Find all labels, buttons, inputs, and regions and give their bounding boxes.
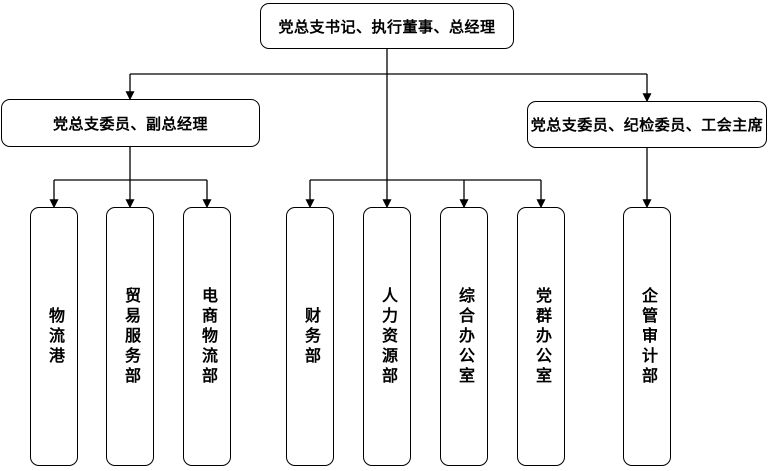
node-deputy-general-manager: 党总支委员、副总经理: [1, 99, 260, 147]
node-dept-human-resources: 人力资源部: [363, 207, 411, 466]
node-dept-party-mass-office: 党群办公室: [517, 207, 565, 466]
node-root: 党总支书记、执行董事、总经理: [260, 3, 514, 49]
node-dept-enterprise-audit-label: 企管审计部: [639, 286, 656, 387]
node-root-label: 党总支书记、执行董事、总经理: [278, 18, 496, 36]
node-dept-general-office-label: 综合办公室: [456, 286, 473, 387]
node-dept-logistics-port: 物流港: [30, 207, 78, 466]
node-dept-enterprise-audit: 企管审计部: [623, 207, 671, 466]
node-dept-finance: 财务部: [286, 207, 334, 466]
node-dept-ecommerce-logistics: 电商物流部: [183, 207, 231, 466]
node-dept-finance-label: 财务部: [302, 306, 319, 367]
node-discipline-union-chair-label: 党总支委员、纪检委员、工会主席: [530, 117, 764, 134]
node-deputy-general-manager-label: 党总支委员、副总经理: [52, 115, 208, 133]
node-dept-trade-service-label: 贸易服务部: [122, 286, 139, 387]
node-dept-party-mass-office-label: 党群办公室: [533, 286, 550, 387]
node-dept-logistics-port-label: 物流港: [46, 306, 63, 367]
node-dept-trade-service: 贸易服务部: [106, 207, 154, 466]
node-dept-ecommerce-logistics-label: 电商物流部: [199, 286, 216, 387]
node-dept-general-office: 综合办公室: [440, 207, 488, 466]
node-discipline-union-chair: 党总支委员、纪检委员、工会主席: [527, 101, 767, 148]
node-dept-human-resources-label: 人力资源部: [379, 286, 396, 387]
